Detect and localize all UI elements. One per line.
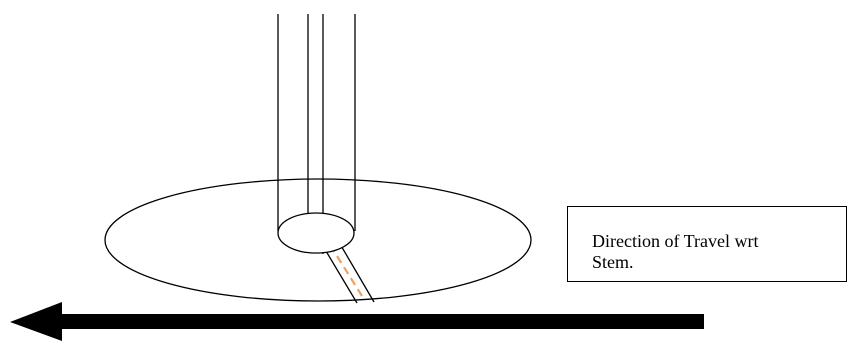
direction-label-line-2: Stem. xyxy=(592,252,634,272)
direction-label-line-1: Direction of Travel wrt xyxy=(592,231,759,251)
disc-ellipse xyxy=(104,178,532,302)
travel-arrow-head xyxy=(10,302,62,341)
travel-arrow xyxy=(10,302,704,341)
direction-label-box: Direction of Travel wrt Stem. xyxy=(567,206,847,282)
travel-arrow-shaft xyxy=(60,314,704,329)
stem-base-ellipse xyxy=(277,212,355,254)
stem xyxy=(277,14,356,254)
